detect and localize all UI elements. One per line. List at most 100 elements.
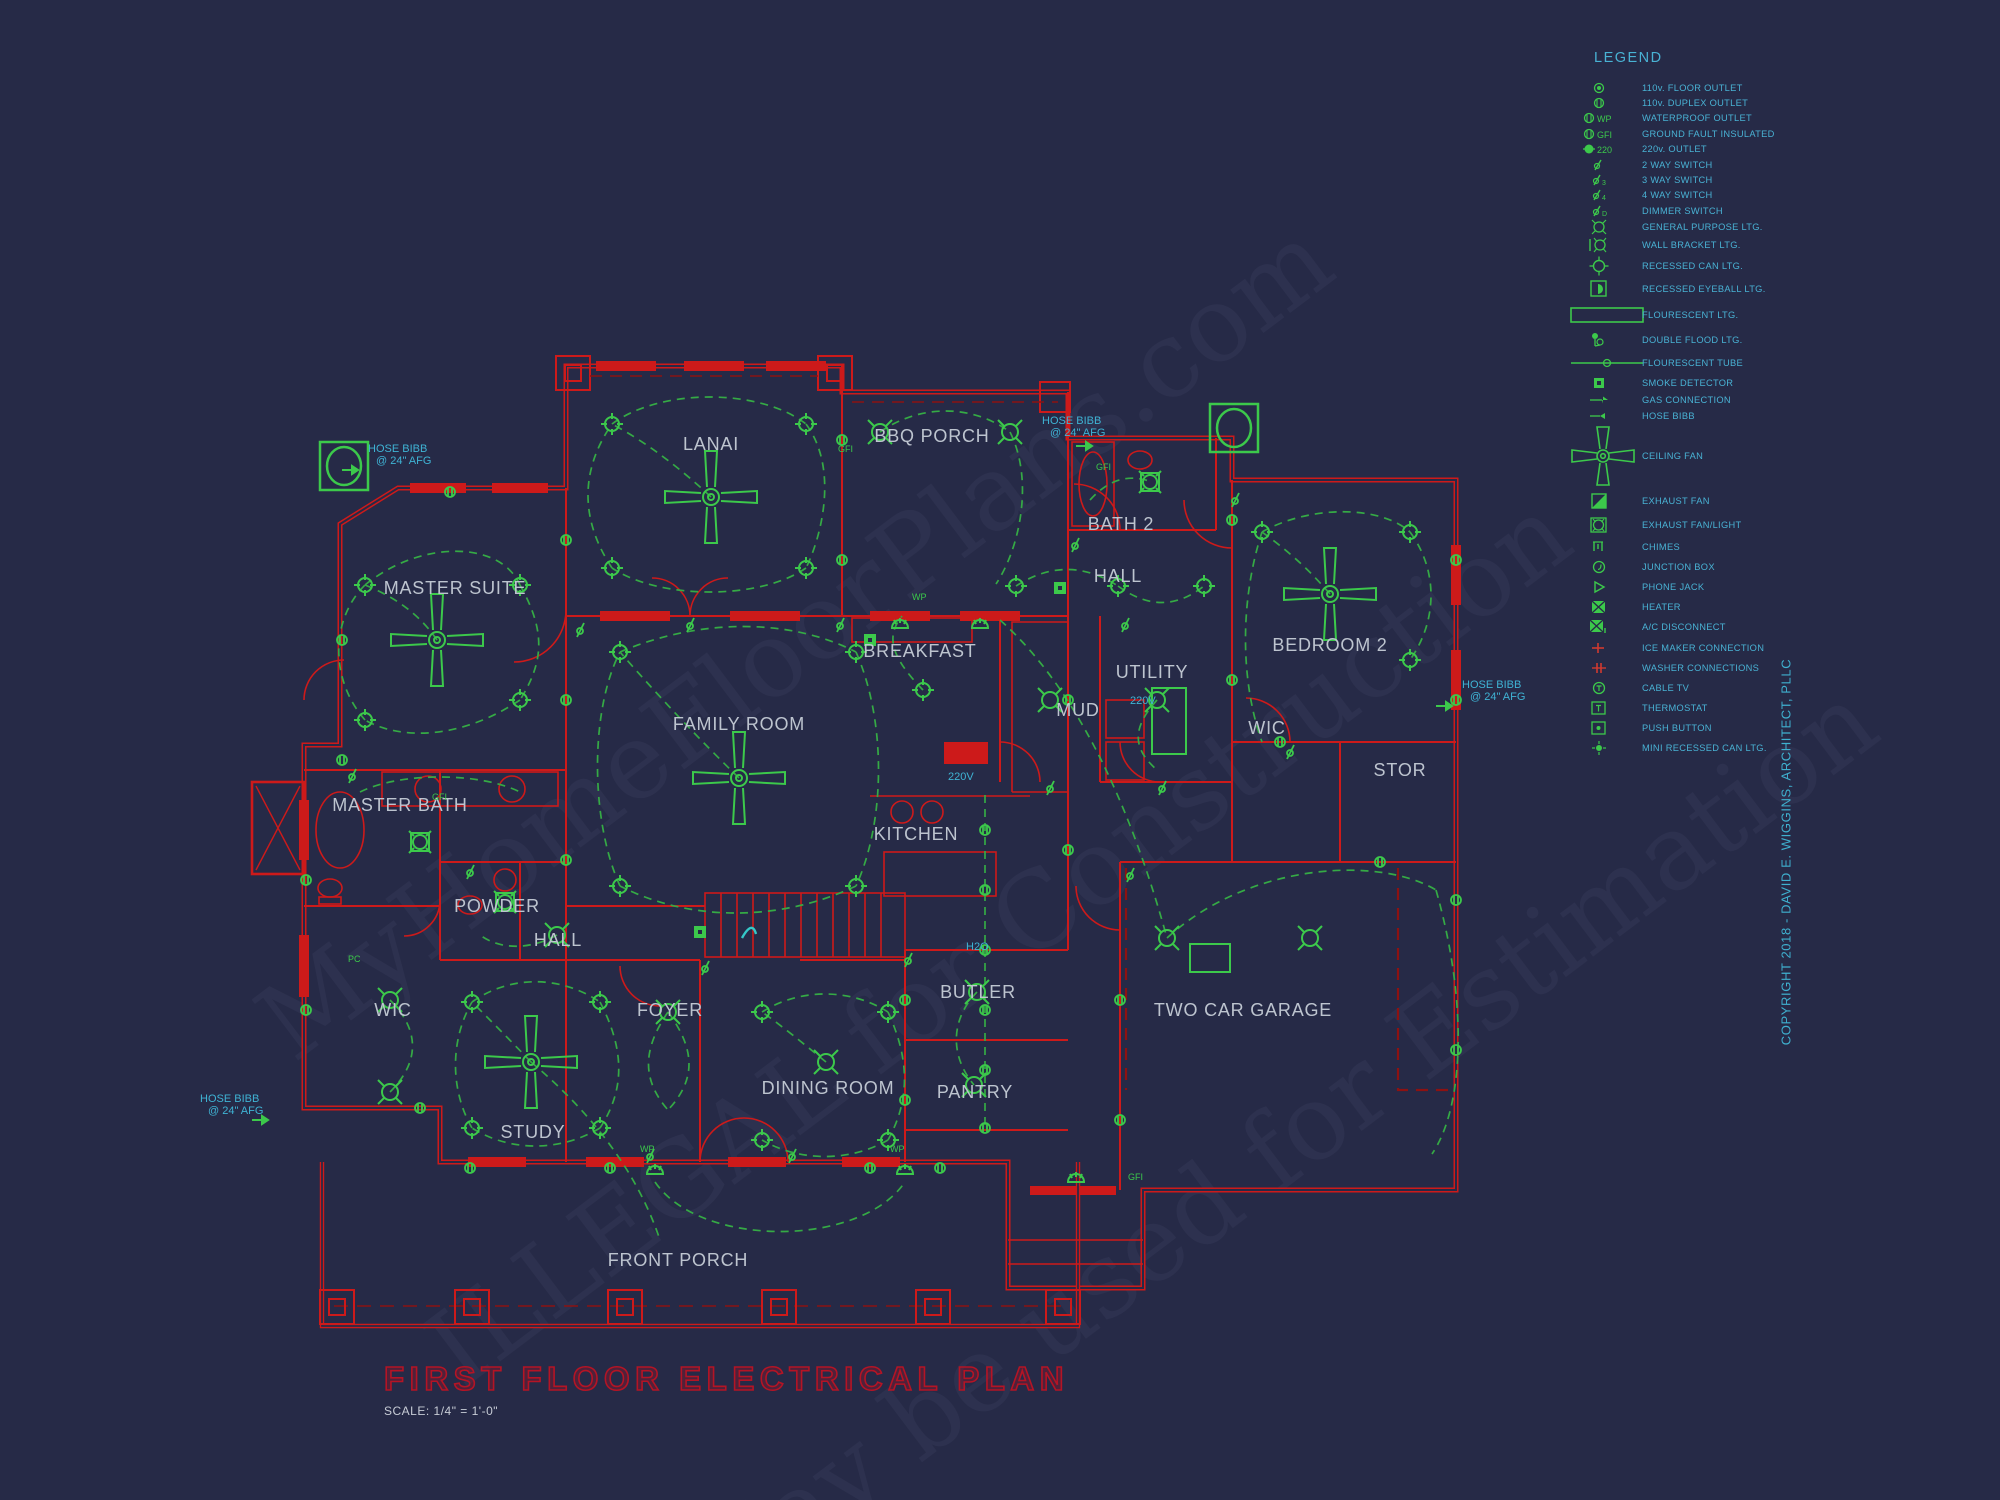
legend: LEGEND 110v. FLOOR OUTLET 110v. DUPLEX O…	[1570, 50, 1900, 758]
double-flood-ltg-icon	[1592, 332, 1604, 347]
dimmer-switch-icon: D	[1592, 205, 1607, 218]
room-label: MUD	[1056, 700, 1099, 720]
room-label: KITCHEN	[874, 824, 959, 844]
copyright-text: COPYRIGHT 2018 - DAVID E. WIGGINS, ARCHI…	[1778, 658, 1794, 1046]
ice-maker-icon	[1592, 642, 1604, 653]
legend-item: GAS CONNECTION	[1570, 392, 1900, 408]
legend-item: CHIMES	[1570, 537, 1900, 557]
svg-text:WP: WP	[1597, 114, 1612, 124]
room-label: STUDY	[500, 1122, 565, 1142]
mini-recessed-can-icon	[1592, 740, 1606, 755]
v220-note: 220V	[1130, 695, 1156, 707]
cable-tv-icon	[1592, 681, 1606, 694]
general-purpose-ltg-icon	[1591, 219, 1607, 235]
svg-text:PC: PC	[348, 954, 361, 964]
svg-text:GFI: GFI	[1096, 462, 1111, 472]
gfi-outlet-icon: GFI	[1583, 128, 1612, 140]
thermostat-icon	[1591, 700, 1606, 715]
phone-jack-icon	[1594, 580, 1606, 593]
room-label: HALL	[534, 930, 582, 950]
svg-text:220: 220	[1597, 145, 1612, 155]
room-labels: LANAI BBQ PORCH BATH 2 HALL MASTER SUITE…	[332, 426, 1427, 1270]
lanai-posts	[555, 355, 1071, 413]
hose-bibb-note: HOSE BIBB	[1462, 679, 1521, 691]
room-label: PANTRY	[937, 1082, 1013, 1102]
room-label: STOR	[1374, 760, 1427, 780]
legend-item: GENERAL PURPOSE LTG.	[1570, 219, 1900, 236]
hose-bibb-note: HOSE BIBB	[1042, 415, 1101, 427]
legend-item: RECESSED EYEBALL LTG.	[1570, 277, 1900, 302]
hose-bibb-icon	[1590, 412, 1605, 419]
wiring-layer	[338, 396, 1460, 1241]
legend-item: 110v. FLOOR OUTLET	[1570, 80, 1900, 95]
ceiling-fan-icon	[1571, 425, 1635, 486]
room-label: FAMILY ROOM	[673, 714, 805, 734]
legend-title: LEGEND	[1594, 50, 1663, 66]
switch-2way-icon	[1593, 159, 1602, 171]
legend-item: JUNCTION BOX	[1570, 557, 1900, 577]
room-label: BBQ PORCH	[874, 426, 989, 446]
recessed-eyeball-ltg-icon	[1590, 280, 1607, 297]
svg-text:GFI: GFI	[838, 444, 853, 454]
exhaust-fan-icon	[1591, 492, 1607, 509]
legend-item: PHONE JACK	[1570, 577, 1900, 597]
legend-item: 4 4 WAY SWITCH	[1570, 188, 1900, 203]
legend-item: THERMOSTAT	[1570, 698, 1900, 718]
fluorescent-ltg-icon	[1570, 306, 1644, 323]
push-button-icon	[1591, 720, 1606, 735]
hose-bibb-note: HOSE BIBB	[200, 1093, 259, 1105]
legend-item: 110v. DUPLEX OUTLET	[1570, 95, 1900, 110]
legend-item: HOSE BIBB	[1570, 408, 1900, 424]
smoke-detector-icon	[1594, 377, 1604, 388]
legend-item: 2 WAY SWITCH	[1570, 157, 1900, 172]
legend-item: WASHER CONNECTIONS	[1570, 658, 1900, 678]
room-label: UTILITY	[1116, 662, 1189, 682]
legend-item: CABLE TV	[1570, 678, 1900, 698]
switch-4way-icon: 4	[1592, 190, 1606, 202]
legend-item: CEILING FAN	[1570, 424, 1900, 488]
hose-bibb-note: HOSE BIBB	[368, 443, 427, 455]
svg-text:WP: WP	[912, 592, 927, 602]
svg-text:WP: WP	[640, 1144, 655, 1154]
legend-item: FLOURESCENT TUBE	[1570, 352, 1900, 374]
room-label: WIC	[1248, 718, 1285, 738]
exhaust-fan-light-icon	[1590, 517, 1607, 533]
ac-disconnect-icon	[1589, 619, 1606, 634]
floor-outlet-icon	[1593, 82, 1605, 93]
room-label: LANAI	[683, 434, 739, 454]
legend-item: WALL BRACKET LTG.	[1570, 236, 1900, 255]
tiny-green-notes: GFI GFI GFI GFI WP WP WP PC	[348, 444, 1143, 1182]
water-heater	[1151, 687, 1231, 973]
svg-text:WP: WP	[890, 1144, 905, 1154]
v220-note: 220V	[948, 771, 974, 783]
legend-item: WP WATERPROOF OUTLET	[1570, 111, 1900, 126]
legend-item: HEATER	[1570, 597, 1900, 617]
legend-item: 220 220v. OUTLET	[1570, 142, 1900, 157]
wall-bracket-ltg-icon	[1589, 237, 1607, 253]
legend-item: D DIMMER SWITCH	[1570, 203, 1900, 218]
svg-text:GFI: GFI	[1597, 130, 1612, 140]
junction-box-icon	[1592, 560, 1606, 573]
plan-scale: SCALE: 1/4" = 1'-0"	[384, 1404, 499, 1418]
windows	[299, 361, 1461, 1195]
legend-item: RECESSED CAN LTG.	[1570, 255, 1900, 277]
doors	[303, 483, 1291, 1163]
annotations: HOSE BIBB @ 24" AFG HOSE BIBB @ 24" AFG …	[200, 415, 1525, 1117]
fluorescent-tube-icon	[1571, 358, 1643, 367]
legend-item: EXHAUST FAN/LIGHT	[1570, 514, 1900, 537]
chimes-icon	[1593, 540, 1603, 551]
svg-text:4: 4	[1602, 195, 1606, 202]
room-label: BEDROOM 2	[1272, 635, 1387, 655]
room-label: POWDER	[454, 896, 540, 916]
stairs	[704, 892, 906, 958]
room-label: BREAKFAST	[863, 641, 976, 661]
legend-item: EXHAUST FAN	[1570, 488, 1900, 514]
room-label: HALL	[1094, 566, 1142, 586]
svg-text:D: D	[1602, 211, 1607, 218]
hose-bibb-note: @ 24" AFG	[1470, 691, 1525, 703]
bath-kitchen-fixtures	[315, 441, 1153, 915]
room-label: DINING ROOM	[762, 1078, 895, 1098]
switch-3way-icon: 3	[1592, 174, 1606, 187]
room-label: BATH 2	[1088, 514, 1154, 534]
